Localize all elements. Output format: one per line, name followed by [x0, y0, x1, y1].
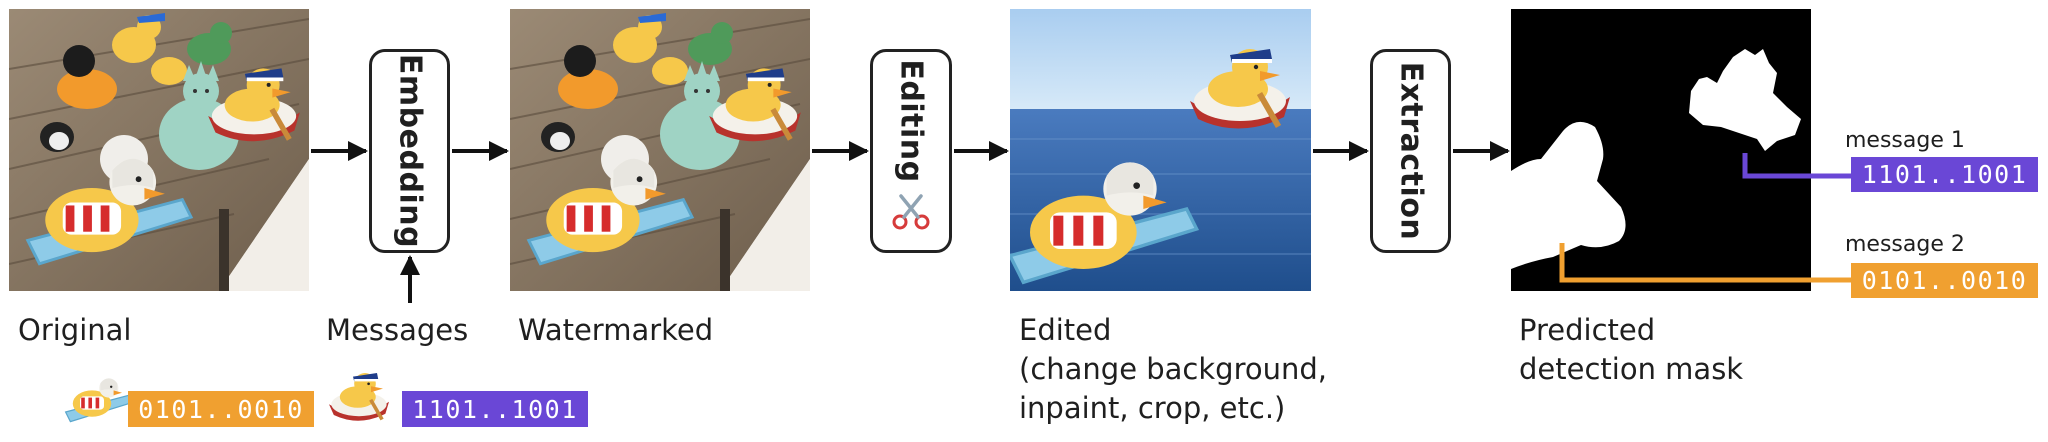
edited-image — [1010, 9, 1311, 291]
caption-edited-line1: Edited — [1019, 313, 1112, 347]
caption-watermarked: Watermarked — [518, 313, 714, 347]
watermarked-image — [510, 9, 810, 291]
detection-mask-image — [1511, 9, 1811, 291]
message-1-label: message 1 — [1845, 128, 1965, 153]
message-bits-purple: 1101..1001 — [402, 391, 588, 427]
caption-edited-line2: (change background, — [1019, 352, 1327, 386]
embedding-box: Embedding — [369, 49, 450, 253]
extracted-bits-message-2: 0101..0010 — [1851, 263, 2038, 298]
caption-mask-line1: Predicted — [1519, 313, 1656, 347]
caption-mask-line2: detection mask — [1519, 352, 1744, 386]
message-2-label: message 2 — [1845, 232, 1965, 257]
message-thumb-sailor-duck — [323, 366, 395, 428]
extraction-label: Extraction — [1393, 61, 1428, 241]
original-image — [9, 9, 309, 291]
editing-box: Editing — [870, 49, 952, 253]
extraction-box: Extraction — [1370, 49, 1451, 253]
extracted-bits-message-1: 1101..1001 — [1851, 157, 2038, 192]
message-bits-orange: 0101..0010 — [128, 391, 314, 427]
caption-edited-line3: inpaint, crop, etc.) — [1019, 391, 1286, 425]
message-thumb-striped-duck — [62, 366, 134, 428]
caption-original: Original — [18, 313, 132, 347]
caption-messages: Messages — [326, 313, 469, 347]
embedding-label: Embedding — [392, 53, 427, 249]
scissors-icon — [892, 194, 930, 230]
editing-label: Editing — [893, 59, 929, 183]
